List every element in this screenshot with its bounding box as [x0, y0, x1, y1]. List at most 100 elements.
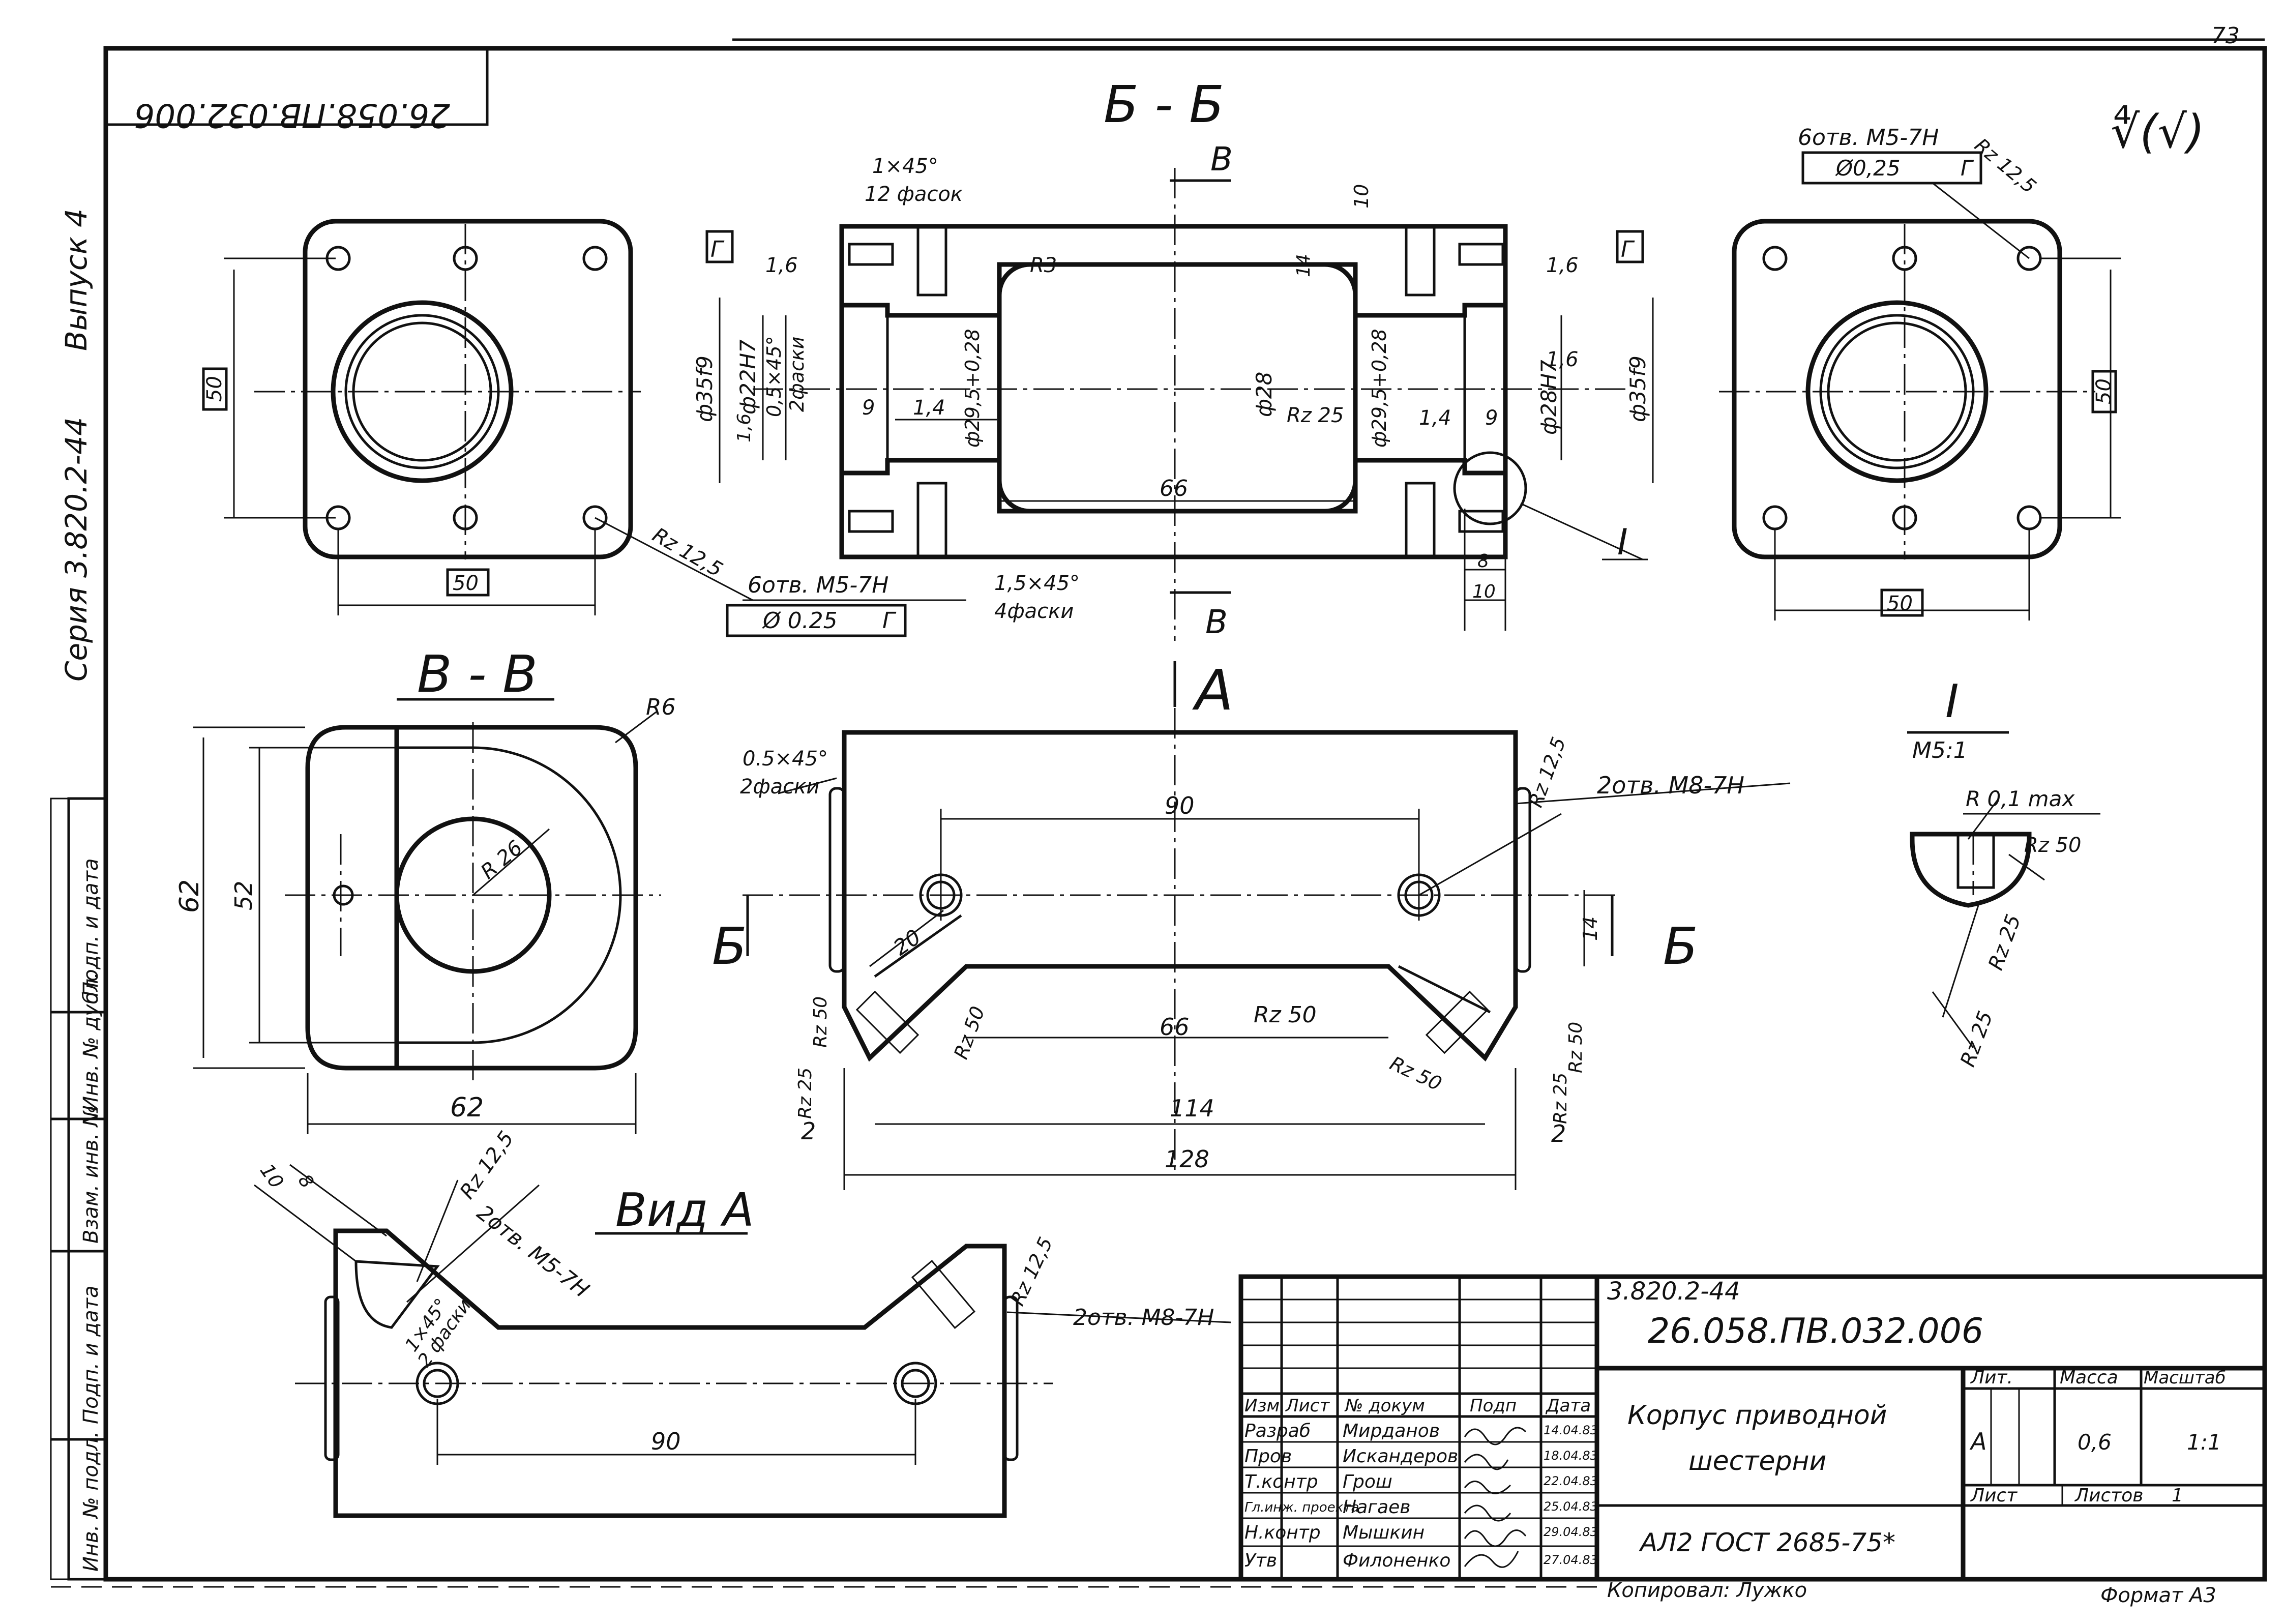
tb-date-2: 22.04.83 [1544, 1474, 1598, 1488]
tb-lit-value: А [1969, 1428, 1986, 1455]
right-dim-box-v [2091, 370, 2117, 414]
tb-name-3: Нагаев [1343, 1497, 1410, 1518]
bb-id-left: ф22H7 [735, 339, 760, 415]
front-rz50-side-left: Rz 50 [810, 996, 831, 1048]
right-dim-horizontal: 50 [1887, 592, 1913, 615]
tb-date-3: 25.04.83 [1544, 1499, 1598, 1514]
tb-role-4: Н.контр [1244, 1522, 1321, 1543]
front-section-b-left: Б [712, 917, 747, 976]
view-a-rz-right: Rz 12,5 [1006, 1234, 1057, 1309]
bb-dim-9-right: 9 [1485, 406, 1498, 430]
left-dim-vertical: 50 [203, 376, 226, 402]
roughness-symbol: ∜(√) [2111, 105, 2205, 159]
front-chamfer-count: 2фаски [740, 775, 819, 799]
section-vv-title: В - В [417, 644, 538, 704]
tb-material: АЛ2 ГОСТ 2685-75* [1639, 1528, 1895, 1557]
tb-series-code: 3.820.2-44 [1607, 1277, 1740, 1306]
front-rz50-side-right: Rz 50 [1565, 1022, 1586, 1073]
margin-series: Серия 3.820.2-44 [59, 417, 94, 682]
tb-name-0: Мирданов [1343, 1421, 1440, 1441]
bb-chamfer-count: 12 фасок [865, 183, 963, 206]
tb-role-1: Пров [1244, 1446, 1292, 1467]
left-datum: Г [882, 608, 897, 634]
detail-i-radius: R 0,1 max [1966, 786, 2075, 811]
front-rz50-left: Rz 50 [950, 1003, 989, 1062]
vv-dim-62-v: 62 [174, 879, 205, 913]
page-number: 73 [2211, 23, 2240, 49]
detail-i-drawing [1910, 798, 2100, 1048]
right-end-view [1719, 151, 2121, 621]
detail-i-rz50: Rz 50 [2024, 834, 2081, 857]
bb-chamfer-big: 1,5×45° [994, 572, 1080, 595]
vv-dim-62-h: 62 [450, 1092, 484, 1123]
view-a-holes-m5: 2отв. М5-7Н [472, 1200, 594, 1303]
tb-sheets-label: Листов [2074, 1485, 2143, 1506]
bb-chamfer-small: 0,5×45° [763, 336, 785, 417]
right-dim-vertical: 50 [2092, 378, 2116, 404]
front-rz50-right: Rz 50 [1386, 1052, 1445, 1095]
detail-i-title: I [1945, 675, 1959, 728]
bb-r3: R3 [1030, 254, 1057, 277]
front-dim-14: 14 [1579, 917, 1601, 941]
bb-rough-left: 1,6 [765, 254, 798, 277]
margin-issue: Выпуск 4 [59, 209, 94, 351]
bb-marker-v-top: В [1210, 141, 1233, 179]
left-end-view [224, 219, 966, 637]
view-a-drawing [254, 1164, 1231, 1518]
tb-mass-value: 0,6 [2078, 1430, 2112, 1455]
view-a-dim-10: 10 [256, 1160, 288, 1193]
bb-rz25: Rz 25 [1287, 404, 1344, 427]
front-dim-114: 114 [1170, 1095, 1214, 1122]
bb-groove-right: ф29,5+0,28 [1368, 329, 1390, 448]
tb-header-doc: № докум [1344, 1396, 1425, 1416]
bb-od-right: ф35f9 [1625, 356, 1650, 422]
front-rz50-center: Rz 50 [1254, 1002, 1317, 1028]
front-dim-2-right: 2 [1551, 1120, 1566, 1147]
tb-date-0: 14.04.83 [1544, 1423, 1598, 1437]
bb-datum-g-right: Г [1621, 237, 1635, 262]
margin-cell-3: Взам. инв. № [79, 1105, 103, 1244]
front-dim-20: 20 [889, 924, 926, 960]
detail-i-scale: М5:1 [1912, 737, 1968, 763]
section-bb-drawing [705, 168, 1654, 641]
copied-by: Копировал: Лужко [1607, 1579, 1807, 1602]
front-dim-128: 128 [1165, 1145, 1209, 1173]
section-vv-drawing [193, 711, 661, 1134]
tb-sheet-label: Лист [1970, 1485, 2018, 1506]
tb-header-date: Дата [1545, 1396, 1591, 1416]
front-rz25-left: Rz 25 [795, 1068, 816, 1119]
tb-role-2: Т.контр [1244, 1471, 1318, 1492]
bb-dim-66: 66 [1160, 476, 1188, 501]
bb-detail-i: I [1617, 521, 1628, 563]
tb-name-4: Мышкин [1343, 1522, 1425, 1543]
front-view-drawing [743, 661, 1791, 1190]
bb-chamfer-big-count: 4фаски [994, 600, 1074, 623]
tb-scale-header: Масштаб [2144, 1368, 2226, 1388]
left-tolerance: Ø 0.25 [762, 608, 838, 634]
front-dim-90: 90 [1165, 792, 1195, 819]
tb-scale-value: 1:1 [2187, 1430, 2221, 1455]
left-holes-note: 6отв. М5-7Н [748, 572, 888, 598]
bb-dim-8: 8 [1477, 551, 1489, 572]
bb-dim-14: 14 [1293, 254, 1314, 277]
bb-dim-10b: 10 [1472, 581, 1496, 602]
right-datum: Г [1961, 156, 1974, 181]
bb-marker-v-bottom: В [1205, 604, 1228, 641]
tb-role-0: Разраб [1244, 1421, 1311, 1441]
tb-part-name-2: шестерни [1688, 1446, 1826, 1477]
sheet-format: Формат А3 [2100, 1584, 2216, 1607]
tb-date-1: 18.04.83 [1544, 1449, 1598, 1463]
tb-sheets-value: 1 [2172, 1485, 2183, 1506]
bb-dim-14-right: 1,4 [1419, 406, 1451, 430]
bb-rough-right: 1,6 [1546, 254, 1579, 277]
bb-dim-14-left: 1,4 [913, 396, 945, 420]
front-chamfer: 0.5×45° [743, 747, 828, 771]
bb-datum-g-left: Г [710, 237, 725, 262]
view-a-title: Вид А [615, 1184, 754, 1237]
section-bb-title: Б - Б [1104, 75, 1224, 134]
margin-cell-5: Инв. № подл. [79, 1431, 103, 1572]
right-holes-note: 6отв. М5-7Н [1798, 125, 1939, 151]
tb-lit-header: Лит. [1970, 1367, 2013, 1388]
bb-rough-left-low: 1,6 [734, 414, 755, 442]
front-rz-right: Rz 12,5 [1524, 734, 1570, 810]
